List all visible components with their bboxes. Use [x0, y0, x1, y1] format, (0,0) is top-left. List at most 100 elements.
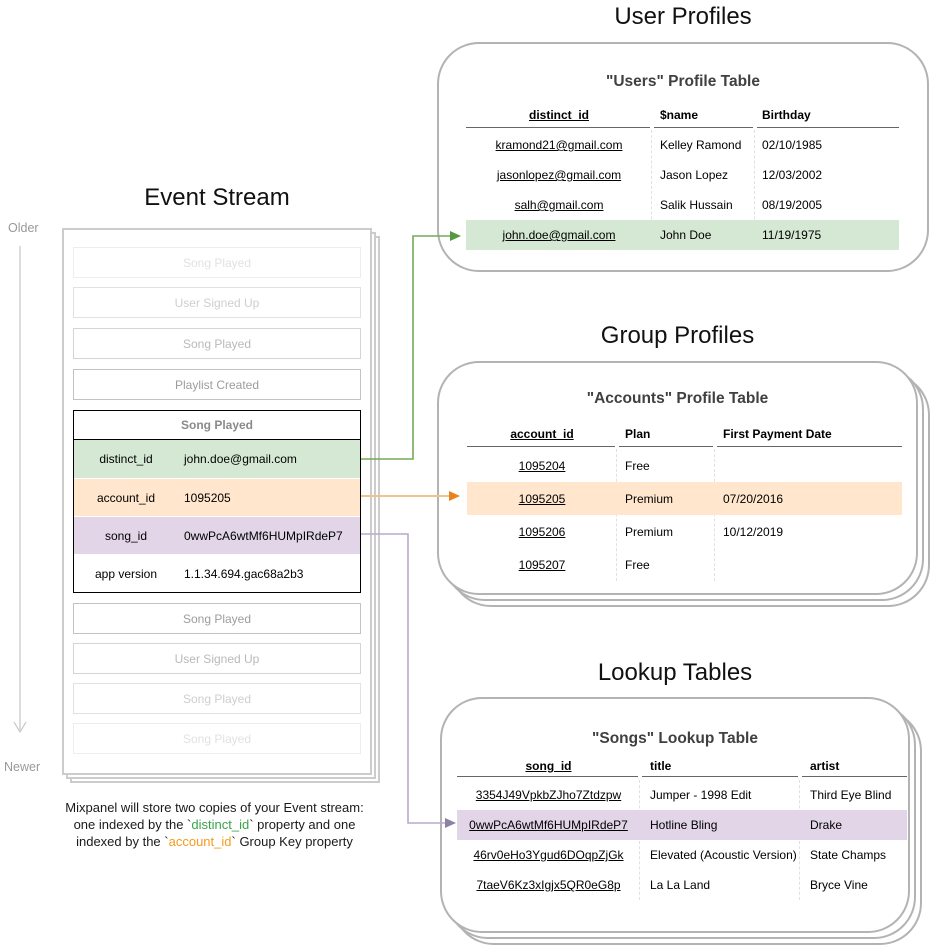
key-cell: 7taeV6Kz3xIgjx5QR0eG8p	[476, 878, 621, 892]
table-row-highlighted: 0wwPcA6wtMf6HUMpIRdeP7 Hotline Bling Dra…	[457, 810, 907, 840]
column-header: First Payment Date	[723, 427, 832, 441]
cell: Salik Hussain	[660, 198, 733, 212]
table-row: kramond21@gmail.com Kelley Ramond 02/10/…	[466, 130, 899, 160]
cell: Kelley Ramond	[660, 138, 742, 152]
event-item: Song Played	[73, 328, 361, 359]
cell: 1095204	[467, 459, 617, 473]
event-label: Song Played	[182, 691, 252, 706]
cell: Jason Lopez	[660, 168, 729, 182]
property-row-account-id: account_id 1095205	[74, 478, 360, 516]
cell: John Doe	[660, 228, 712, 242]
cell: kramond21@gmail.com	[466, 138, 652, 152]
property-key: app version	[94, 566, 158, 581]
event-item: Song Played	[73, 603, 361, 634]
property-key: song_id	[104, 528, 148, 543]
column-header: artist	[810, 759, 840, 773]
older-label: Older	[8, 221, 39, 235]
key-cell: 1095205	[518, 491, 566, 506]
cell: salh@gmail.com	[466, 198, 652, 212]
key-cell: 1095206	[518, 524, 566, 539]
event-item: User Signed Up	[73, 643, 361, 674]
cell: jasonlopez@gmail.com	[466, 168, 652, 182]
accounts-table-title: "Accounts" Profile Table	[586, 390, 769, 407]
cell: 3354J49VpkbZJho7Ztdzpw	[457, 788, 640, 802]
property-row-song-id: song_id 0wwPcA6wtMf6HUMpIRdeP7	[74, 516, 360, 554]
cell: Drake	[810, 818, 843, 832]
key-column-header: song_id	[525, 759, 572, 773]
table-row: salh@gmail.com Salik Hussain 08/19/2005	[466, 190, 899, 220]
distinct-id-accent-text: distinct_id	[191, 817, 250, 832]
column-header: distinct_id	[466, 108, 652, 122]
table-row: 3354J49VpkbZJho7Ztdzpw Jumper - 1998 Edi…	[457, 780, 907, 810]
cell: Third Eye Blind	[810, 788, 892, 802]
key-cell: jasonlopez@gmail.com	[496, 168, 622, 182]
cell: Hotline Bling	[650, 818, 718, 832]
property-row-distinct-id: distinct_id john.doe@gmail.com	[74, 440, 360, 478]
key-column-header: distinct_id	[528, 108, 589, 122]
accounts-box	[437, 361, 918, 595]
header-rule	[757, 127, 899, 128]
property-value: 1.1.34.694.gac68a2b3	[184, 566, 304, 581]
mixpanel-caption: Mixpanel will store two copies of your E…	[22, 799, 407, 850]
songs-table-header: song_id title artist	[457, 754, 907, 778]
cell: Elevated (Acoustic Version)	[650, 848, 797, 862]
table-row: 1095206 Premium 10/12/2019	[467, 515, 902, 548]
table-row: jasonlopez@gmail.com Jason Lopez 12/03/2…	[466, 160, 899, 190]
cell: Jumper - 1998 Edit	[650, 788, 752, 802]
users-table-title: "Users" Profile Table	[606, 73, 760, 90]
caption-text: indexed by the `	[76, 834, 169, 849]
cell: 1095205	[467, 492, 617, 506]
event-label: Song Played	[182, 731, 252, 746]
header-rule	[457, 776, 638, 777]
column-header: $name	[660, 108, 699, 122]
event-label: Song Played	[182, 611, 252, 626]
property-row-app-version: app version 1.1.34.694.gac68a2b3	[74, 554, 360, 592]
event-label: Playlist Created	[174, 377, 260, 392]
cell: 7taeV6Kz3xIgjx5QR0eG8p	[457, 878, 640, 892]
group-profiles-title: Group Profiles	[600, 322, 755, 349]
property-key: distinct_id	[99, 452, 153, 466]
event-item: Song Played	[73, 683, 361, 714]
cell: La La Land	[650, 878, 711, 892]
caption-text: ` Group Key property	[231, 834, 353, 849]
key-cell: 0wwPcA6wtMf6HUMpIRdeP7	[469, 818, 628, 832]
event-item: Song Played	[73, 723, 361, 754]
caption-line-3: indexed by the `account_id` Group Key pr…	[22, 833, 407, 850]
event-item: Song Played	[73, 247, 361, 278]
header-rule	[467, 446, 615, 447]
accounts-table-header: account_id Plan First Payment Date	[467, 422, 902, 446]
property-value: john.doe@gmail.com	[184, 452, 297, 466]
cell: Free	[625, 458, 650, 473]
cell: 1095207	[467, 558, 617, 572]
column-separator	[639, 780, 640, 900]
table-row: 7taeV6Kz3xIgjx5QR0eG8p La La Land Bryce …	[457, 870, 907, 900]
property-value: 0wwPcA6wtMf6HUMpIRdeP7	[184, 528, 343, 543]
newer-label: Newer	[4, 760, 41, 774]
column-separator	[799, 780, 800, 900]
caption-line-2: one indexed by the `distinct_id` propert…	[22, 816, 407, 833]
column-header: song_id	[457, 759, 640, 773]
header-rule	[619, 446, 713, 447]
key-cell: salh@gmail.com	[514, 198, 604, 212]
column-separator	[616, 449, 617, 581]
selected-event-title: Song Played	[74, 411, 360, 440]
cell: 08/19/2005	[762, 198, 823, 212]
cell: Bryce Vine	[810, 878, 868, 892]
cell: john.doe@gmail.com	[466, 228, 652, 242]
caption-text: ` property and one	[249, 817, 356, 832]
cell: 11/19/1975	[762, 228, 822, 242]
cell: Free	[625, 557, 650, 572]
account-id-accent-text: account_id	[168, 834, 232, 849]
column-header: account_id	[467, 427, 617, 441]
caption-line-1: Mixpanel will store two copies of your E…	[65, 800, 364, 815]
column-header: title	[650, 759, 672, 773]
table-row: 1095204 Free	[467, 449, 902, 482]
cell: 02/10/1985	[762, 138, 823, 152]
table-row-highlighted: john.doe@gmail.com John Doe 11/19/1975	[466, 220, 899, 250]
key-cell: 1095207	[518, 557, 566, 572]
event-stream-title: Event Stream	[144, 184, 290, 211]
property-value: 1095205	[184, 490, 231, 505]
caption-text: one indexed by the `	[73, 817, 192, 832]
header-rule	[717, 446, 902, 447]
